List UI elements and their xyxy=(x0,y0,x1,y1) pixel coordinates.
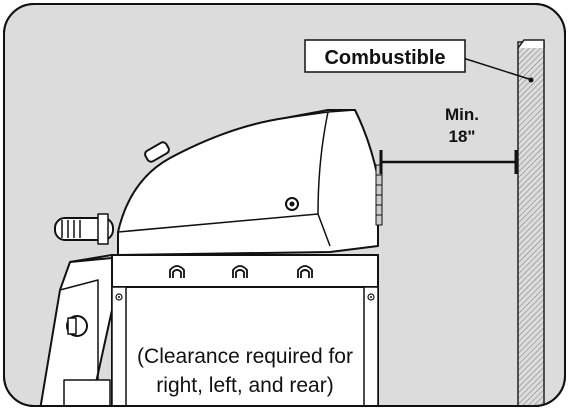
distance-label-line1: Min. xyxy=(445,105,479,124)
wall-marker-dot xyxy=(528,77,534,83)
material-leader-line xyxy=(462,57,530,80)
material-label-box xyxy=(304,39,466,73)
lid-handle xyxy=(144,141,170,163)
clearance-note-line2: right, left, and rear) xyxy=(156,374,333,397)
clearance-note-line1: (Clearance required for xyxy=(137,345,353,368)
distance-label-line2: 18" xyxy=(449,127,476,146)
grill-illustration xyxy=(39,109,383,406)
clearance-dimension xyxy=(379,150,518,174)
material-label: Combustible xyxy=(324,47,445,69)
combustible-wall xyxy=(517,41,545,406)
